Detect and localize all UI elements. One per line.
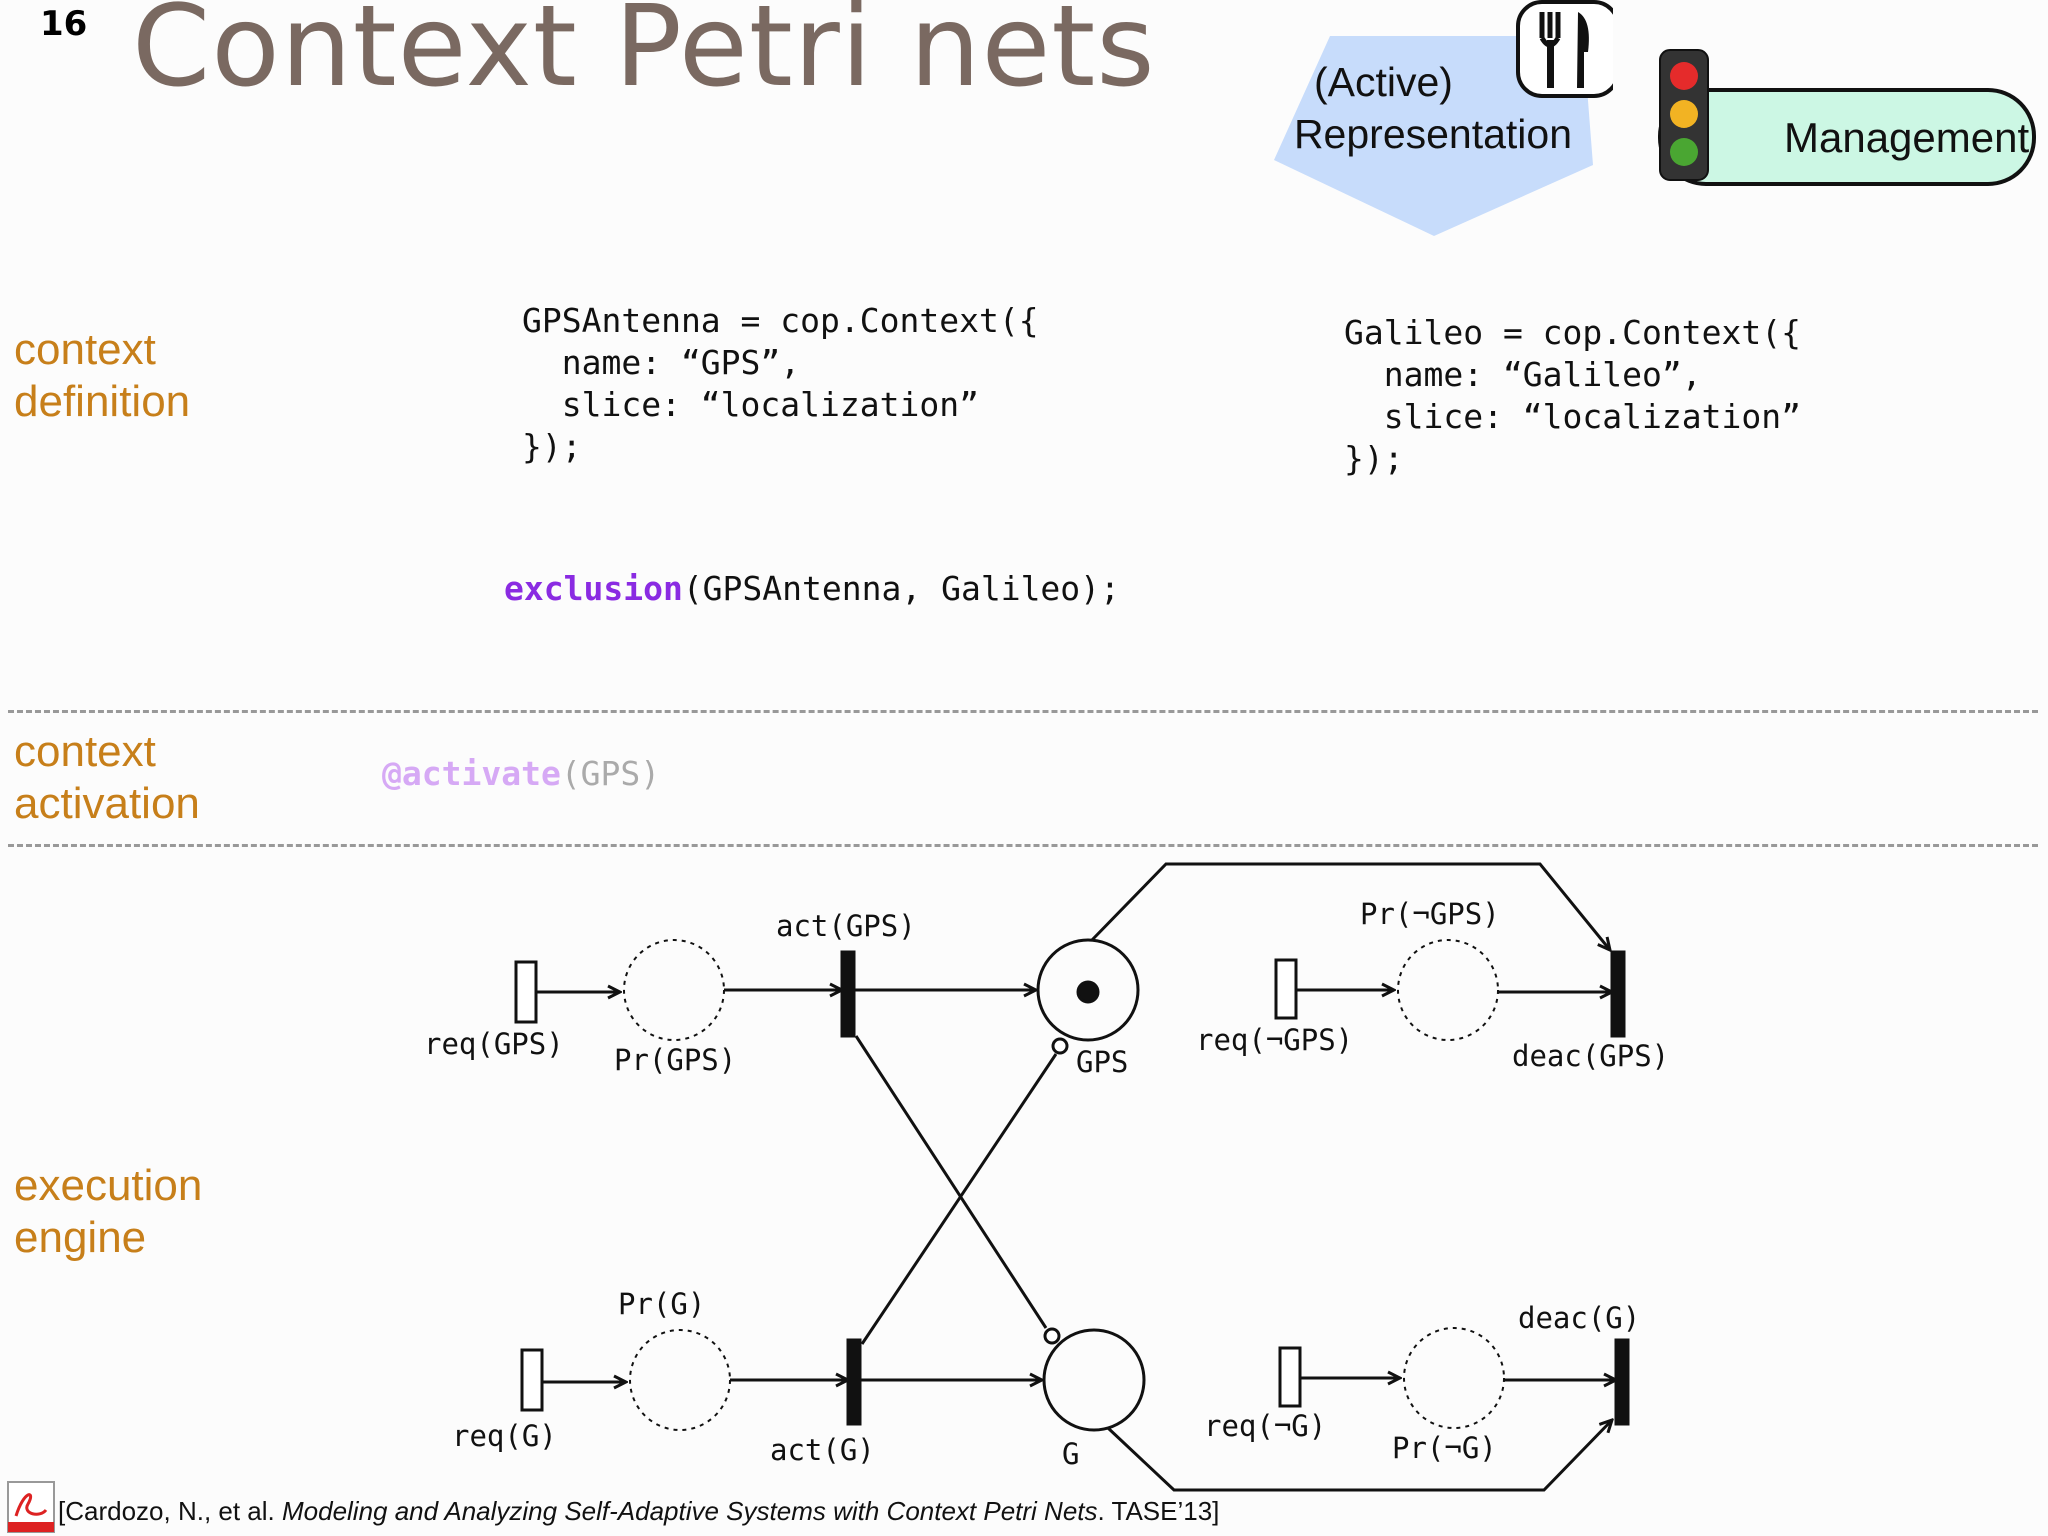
act-g-transition bbox=[846, 1338, 862, 1426]
fork-knife-icon bbox=[1516, 0, 1613, 98]
act-gps-transition bbox=[840, 950, 856, 1038]
slide-title: Context Petri nets bbox=[132, 0, 1156, 112]
activate-keyword: @activate bbox=[382, 754, 561, 793]
req-g-transition bbox=[520, 1348, 544, 1412]
representation-badge bbox=[1274, 0, 1613, 236]
req-gps-transition bbox=[514, 960, 538, 1024]
representation-line-2: Representation bbox=[1293, 111, 1573, 157]
pdf-icon[interactable] bbox=[6, 1480, 58, 1536]
exclusion-code: exclusion(GPSAntenna, Galileo); bbox=[504, 568, 1120, 610]
pr-not-gps-label: Pr(¬GPS) bbox=[1360, 897, 1500, 931]
representation-label: (Active) Representation bbox=[1268, 56, 1598, 160]
divider-top bbox=[8, 710, 2038, 713]
act-gps-label: act(GPS) bbox=[776, 909, 916, 943]
activate-code: @activate(GPS) bbox=[382, 754, 660, 793]
section-context-activation: context activation bbox=[14, 727, 200, 828]
req-not-g-label: req(¬G) bbox=[1204, 1409, 1326, 1443]
req-g-label: req(G) bbox=[452, 1419, 557, 1453]
section-context-definition: context definition bbox=[14, 325, 191, 426]
gps-context-code: GPSAntenna = cop.Context({ name: “GPS”, … bbox=[522, 301, 1039, 466]
slide-number: 16 bbox=[40, 4, 88, 44]
exclusion-args: (GPSAntenna, Galileo); bbox=[682, 569, 1120, 608]
deac-gps-label: deac(GPS) bbox=[1512, 1039, 1669, 1073]
citation-title: Modeling and Analyzing Self-Adaptive Sys… bbox=[281, 1496, 1098, 1526]
pr-g-place bbox=[629, 1329, 731, 1431]
deac-gps-transition bbox=[1610, 950, 1626, 1038]
section-execution-engine: execution engine bbox=[14, 1161, 203, 1262]
pr-gps-place bbox=[623, 939, 725, 1041]
management-badge bbox=[1658, 49, 2036, 186]
activate-args: (GPS) bbox=[560, 754, 661, 793]
traffic-light-icon bbox=[1659, 49, 1709, 181]
g-place bbox=[1042, 1328, 1146, 1432]
gps-token bbox=[1076, 980, 1100, 1004]
exclusion-keyword: exclusion bbox=[504, 569, 683, 608]
pr-not-gps-place bbox=[1397, 939, 1499, 1041]
citation-authors: [Cardozo, N., et al. bbox=[58, 1496, 282, 1526]
req-not-g-transition bbox=[1278, 1346, 1302, 1408]
representation-line-1: (Active) bbox=[1314, 59, 1453, 105]
gps-place bbox=[1036, 938, 1140, 1042]
divider-bottom bbox=[8, 844, 2038, 847]
req-not-gps-label: req(¬GPS) bbox=[1196, 1023, 1353, 1057]
deac-g-transition bbox=[1614, 1338, 1630, 1426]
galileo-context-code: Galileo = cop.Context({ name: “Galileo”,… bbox=[1344, 313, 1801, 478]
gps-label: GPS bbox=[1076, 1045, 1128, 1079]
citation: [Cardozo, N., et al. Modeling and Analyz… bbox=[58, 1496, 1219, 1527]
deac-g-label: deac(G) bbox=[1518, 1301, 1640, 1335]
g-label: G bbox=[1062, 1437, 1079, 1471]
pr-not-g-place bbox=[1403, 1327, 1505, 1429]
citation-venue: . TASE’13] bbox=[1097, 1496, 1220, 1526]
management-label: Management bbox=[1784, 114, 2030, 161]
pr-not-g-label: Pr(¬G) bbox=[1392, 1431, 1497, 1465]
req-not-gps-transition bbox=[1274, 958, 1298, 1020]
act-g-label: act(G) bbox=[770, 1433, 875, 1467]
pr-g-label: Pr(G) bbox=[618, 1287, 705, 1321]
req-gps-label: req(GPS) bbox=[424, 1027, 564, 1061]
pr-gps-label: Pr(GPS) bbox=[614, 1043, 736, 1077]
